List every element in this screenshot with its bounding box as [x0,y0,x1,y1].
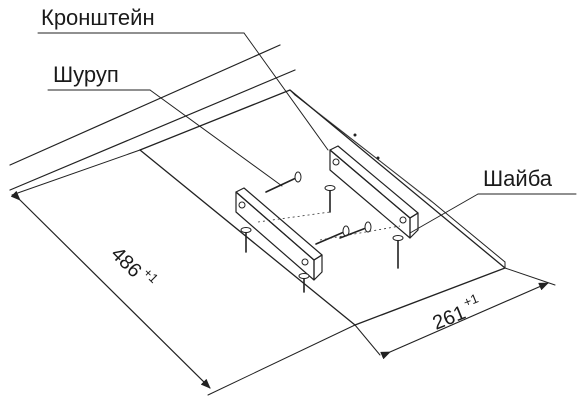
extension-lines [11,149,556,396]
screws [240,171,404,293]
dimension-arrows [10,190,549,389]
alignment-lines [257,211,401,241]
niche-outline [139,89,506,356]
width-value: 261 [430,302,469,335]
screw-label: Шуруп [53,62,119,87]
screw-vertical-4 [392,235,404,269]
ceiling-lines [9,44,296,191]
screw-vertical-1 [324,185,336,213]
leader-lines [37,32,577,234]
length-value: 486 [106,243,145,282]
length-dimension: 486 +1 [106,243,161,286]
width-tolerance: +1 [461,291,480,310]
washer-label: Шайба [483,166,553,191]
screw-vertical-2 [240,227,252,253]
screw-vertical-3 [298,273,310,293]
right-bracket [329,145,419,239]
left-bracket [235,187,323,281]
screw-2 [315,221,372,245]
width-dimension: 261 +1 [430,291,481,335]
bracket-label: Кронштейн [41,5,155,30]
screw-1 [265,171,302,193]
